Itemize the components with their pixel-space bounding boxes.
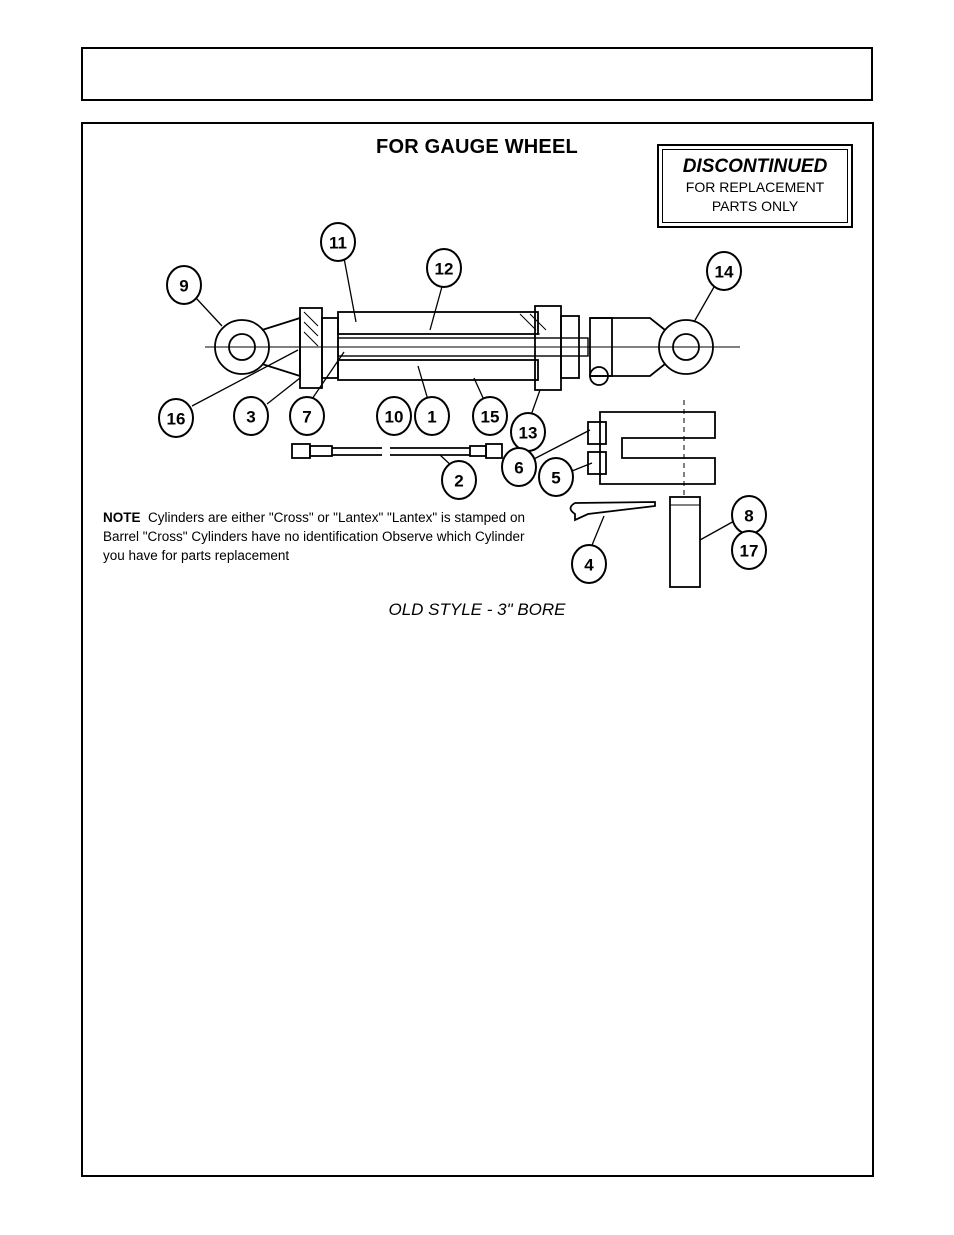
callout-2 [441, 460, 477, 500]
callout-16 [158, 398, 194, 438]
callout-label-8: 8 [744, 507, 753, 526]
callout-label-4: 4 [584, 556, 594, 575]
discontinued-line-2: PARTS ONLY [711, 198, 799, 214]
callout-3 [233, 396, 269, 436]
callout-15 [472, 396, 508, 436]
callout-11 [320, 222, 356, 262]
callout-9 [166, 265, 202, 305]
callout-4 [571, 544, 607, 584]
callout-label-16: 16 [167, 410, 186, 429]
callout-10 [376, 396, 412, 436]
callout-label-17: 17 [740, 542, 759, 561]
callout-label-14: 14 [715, 263, 734, 282]
callout-label-12: 12 [435, 260, 454, 279]
callout-label-10: 10 [385, 408, 404, 427]
discontinued-badge-inner: DISCONTINUED FOR REPLACEMENT PARTS ONLY [662, 149, 848, 223]
content-frame [81, 122, 874, 1177]
callout-12 [426, 248, 462, 288]
note-text: Cylinders are either "Cross" or "Lantex"… [103, 510, 525, 563]
callout-bubbles [158, 222, 767, 584]
callout-6 [501, 447, 537, 487]
callout-1 [414, 396, 450, 436]
callout-label-3: 3 [246, 408, 255, 427]
callout-5 [538, 457, 574, 497]
callout-label-13: 13 [519, 424, 538, 443]
callout-numbers: 9 11 12 14 16 3 7 10 1 15 13 2 6 5 4 8 1… [167, 234, 759, 575]
callout-14 [706, 251, 742, 291]
discontinued-line-1: FOR REPLACEMENT [685, 179, 825, 195]
callout-label-1: 1 [427, 408, 436, 427]
leader-lines [191, 257, 737, 551]
callout-label-7: 7 [302, 408, 311, 427]
discontinued-title: DISCONTINUED [682, 156, 828, 177]
callout-label-15: 15 [481, 408, 500, 427]
note-label: NOTE [103, 510, 141, 525]
cylinder-note: NOTE Cylinders are either "Cross" or "La… [103, 508, 543, 565]
section-title: FOR GAUGE WHEEL [376, 136, 578, 158]
callout-label-6: 6 [514, 459, 523, 478]
figure-caption: OLD STYLE - 3" BORE [388, 600, 566, 619]
callout-7 [289, 396, 325, 436]
page-header-box [81, 47, 873, 101]
callout-label-9: 9 [179, 277, 188, 296]
callout-17 [731, 530, 767, 570]
callout-label-11: 11 [329, 234, 347, 253]
cylinder-assembly-drawing [205, 305, 740, 588]
discontinued-badge: DISCONTINUED FOR REPLACEMENT PARTS ONLY [657, 144, 853, 228]
callout-label-5: 5 [551, 469, 560, 488]
callout-label-2: 2 [454, 472, 463, 491]
